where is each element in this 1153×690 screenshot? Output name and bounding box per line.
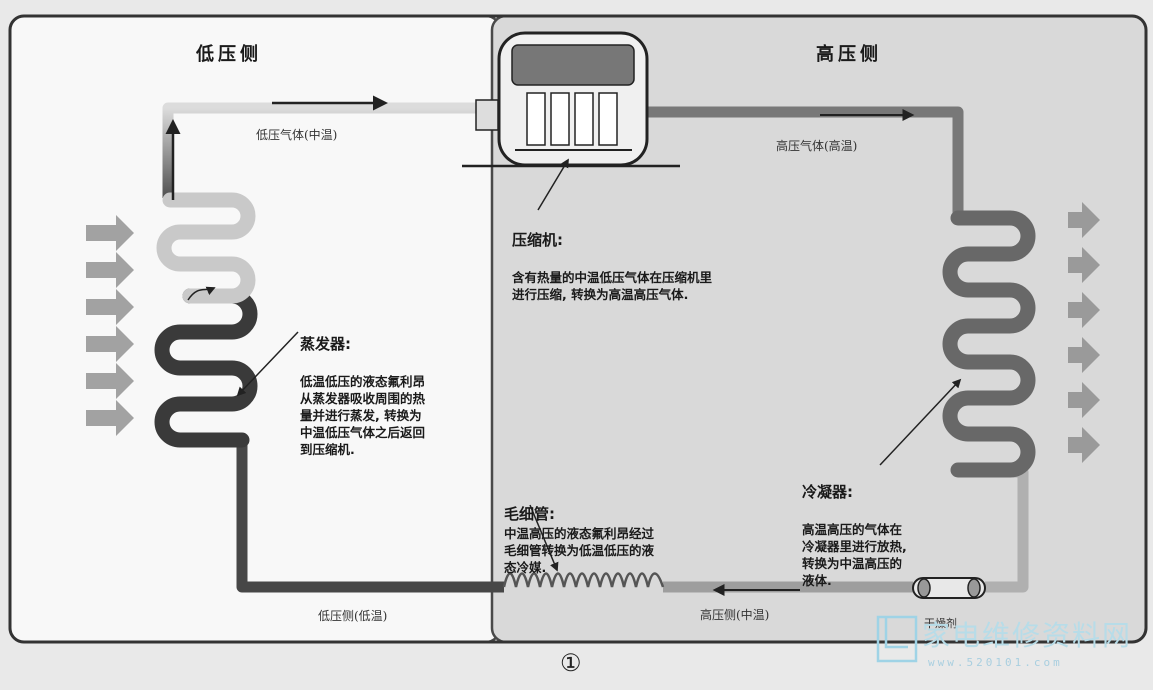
watermark-logo bbox=[876, 615, 918, 663]
outer-frame bbox=[8, 14, 1148, 644]
low-side-title: 低压侧 bbox=[196, 44, 262, 65]
heat-arrow-out bbox=[1068, 337, 1100, 373]
high-side-title: 高压侧 bbox=[816, 44, 882, 65]
compressor-callout: 压缩机: 含有热量的中温低压气体在压缩机里 进行压缩, 转换为高温高压气体. bbox=[512, 210, 712, 322]
heat-absorb-arrows bbox=[86, 215, 134, 436]
capillary-description: 中温高压的液态氟利昂经过 毛细管转换为低温低压的液 态冷媒. bbox=[504, 526, 655, 575]
watermark-url: www.520101.com bbox=[928, 656, 1063, 669]
compressor-unit bbox=[462, 31, 680, 168]
evaporator-description: 低温低压的液态氟利昂 从蒸发器吸收周围的热 量并进行蒸发, 转换为 中温低压气体… bbox=[300, 374, 426, 457]
heat-arrow-in bbox=[86, 363, 134, 399]
heat-arrow-out bbox=[1068, 292, 1100, 328]
leader-compressor bbox=[537, 158, 569, 211]
capillary-title: 毛细管: bbox=[504, 505, 555, 523]
condenser-coil bbox=[942, 210, 1036, 478]
leader-capillary bbox=[529, 504, 559, 572]
condenser-callout: 冷凝器: 高温高压的气体在 冷凝器里进行放热, 转换为中温高压的 液体. bbox=[802, 462, 907, 608]
compressor-description: 含有热量的中温低压气体在压缩机里 进行压缩, 转换为高温高压气体. bbox=[512, 270, 713, 302]
leader-condenser bbox=[879, 378, 962, 466]
dryer-label: 干燥剂 bbox=[924, 617, 957, 630]
heat-arrow-in bbox=[86, 215, 134, 251]
heat-arrow-out bbox=[1068, 382, 1100, 418]
heat-arrow-in bbox=[86, 326, 134, 362]
heat-arrow-in bbox=[86, 252, 134, 288]
figure-number: ① bbox=[560, 649, 582, 677]
condenser-title: 冷凝器: bbox=[802, 483, 853, 501]
pipe-low-bottom bbox=[236, 440, 504, 593]
capillary-callout: 毛细管: 中温高压的液态氟利昂经过 毛细管转换为低温低压的液 态冷媒. bbox=[504, 484, 774, 576]
capillary-tube bbox=[502, 572, 665, 588]
evaporator-coil bbox=[154, 288, 258, 448]
evaporator-callout: 蒸发器: 低温低压的液态氟利昂 从蒸发器吸收周围的热 量并进行蒸发, 转换为 中… bbox=[300, 314, 425, 477]
dryer-filter bbox=[912, 577, 986, 599]
low-gas-label: 低压气体(中温) bbox=[256, 128, 338, 142]
heat-arrow-out bbox=[1068, 202, 1100, 238]
evaporator-coil-top bbox=[156, 192, 256, 304]
heat-arrow-out bbox=[1068, 427, 1100, 463]
compressor-title: 压缩机: bbox=[512, 231, 563, 249]
low-side-bottom-label: 低压侧(低温) bbox=[318, 609, 388, 623]
pipe-high-pressure-gas bbox=[640, 106, 964, 218]
high-side-bottom-label: 高压侧(中温) bbox=[700, 608, 770, 622]
heat-arrow-in bbox=[86, 400, 134, 436]
leader-evaporator bbox=[236, 331, 299, 397]
heat-arrow-in bbox=[86, 289, 134, 325]
heat-arrow-out bbox=[1068, 247, 1100, 283]
evaporator-title: 蒸发器: bbox=[300, 335, 351, 353]
watermark-text: 家电维修资料网 bbox=[922, 619, 1133, 652]
high-gas-label: 高压气体(高温) bbox=[776, 139, 858, 153]
condenser-description: 高温高压的气体在 冷凝器里进行放热, 转换为中温高压的 液体. bbox=[802, 522, 907, 588]
heat-release-arrows bbox=[1068, 202, 1100, 463]
evaporator-inlet-arrow bbox=[187, 286, 216, 301]
